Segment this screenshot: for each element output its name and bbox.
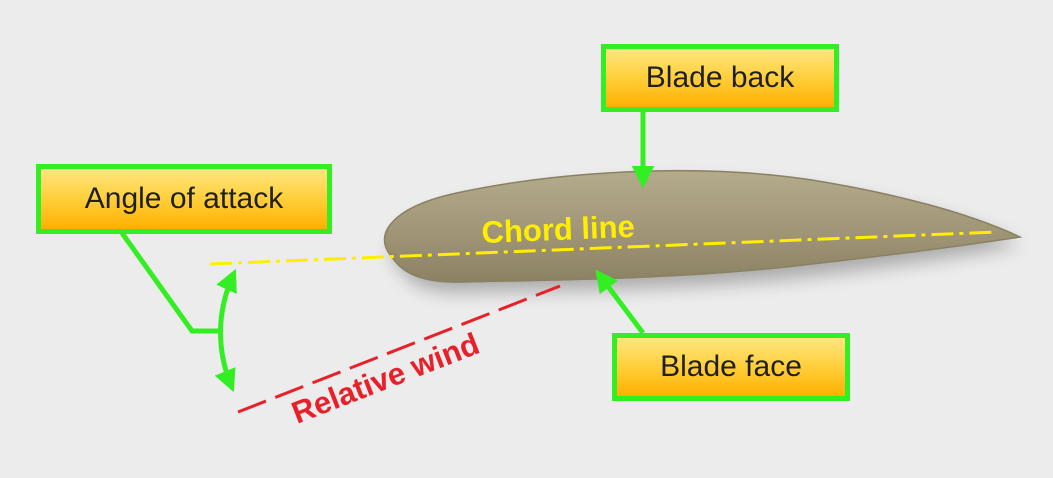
chord-line-label: Chord line	[481, 209, 636, 250]
blade-face-leader-arrow	[595, 269, 645, 335]
angle-of-attack-leader	[119, 231, 222, 334]
chord-line	[209, 230, 997, 266]
angle-of-attack-arc	[214, 268, 237, 393]
angle-of-attack-callout: Angle of attack	[36, 164, 332, 234]
airfoil-blade-section	[383, 169, 1023, 283]
blade-face-label: Blade face	[660, 350, 802, 383]
blade-back-label: Blade back	[645, 61, 795, 94]
angle-of-attack-label: Angle of attack	[84, 182, 284, 215]
blade-back-callout: Blade back	[601, 44, 839, 112]
blade-face-callout: Blade face	[612, 333, 850, 401]
relative-wind-line	[237, 284, 561, 414]
relative-wind-label: Relative wind	[287, 326, 484, 431]
